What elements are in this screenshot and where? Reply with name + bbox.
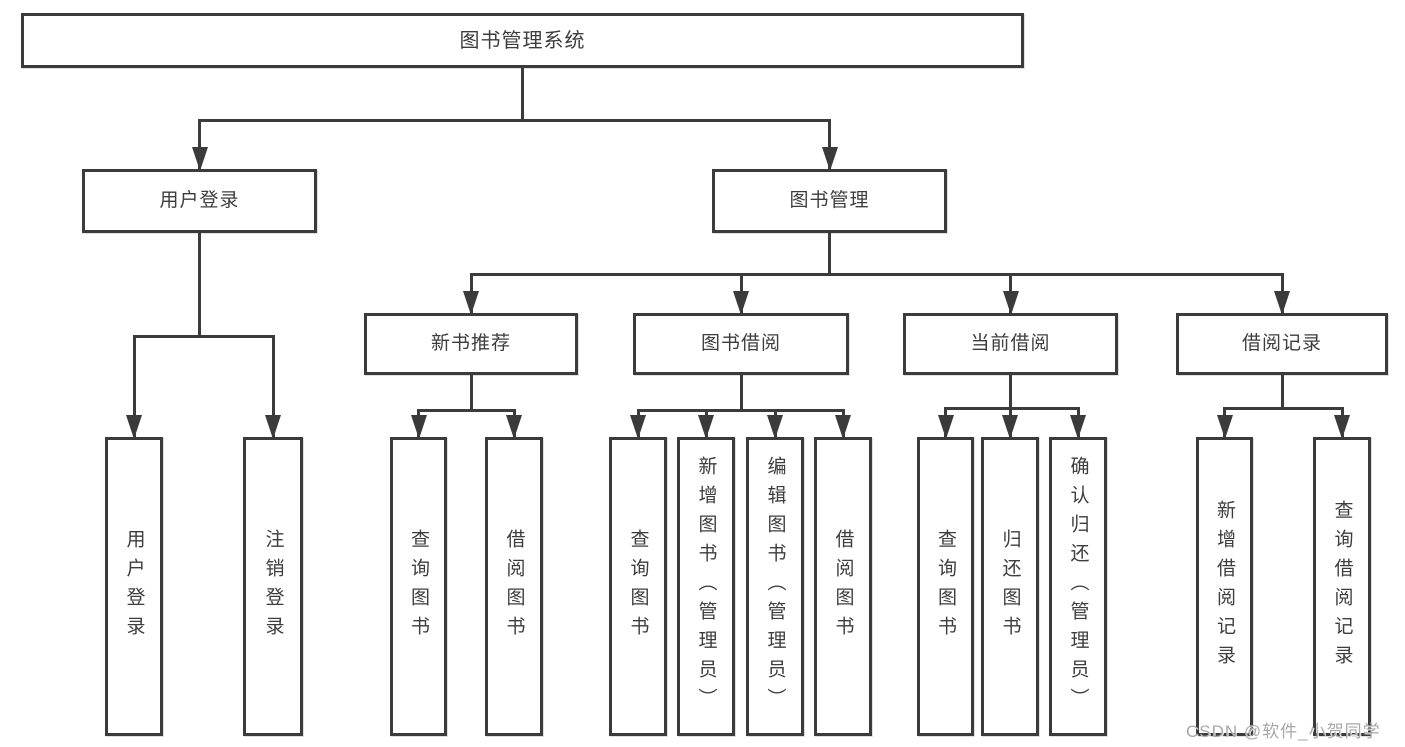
node-label: 确认归还（管理员） — [1067, 456, 1089, 717]
connector-drop — [132, 335, 136, 437]
node-label: 借阅记录 — [1241, 332, 1322, 354]
node-root: 图书管理系统 — [21, 13, 1024, 68]
node-current-borrow: 当前借阅 — [903, 313, 1118, 375]
node-book-mgmt: 图书管理 — [712, 169, 947, 233]
node-label: 查询图书 — [935, 528, 956, 645]
connector-stem — [521, 67, 524, 122]
arrow-down-icon — [767, 415, 783, 439]
node-label: 借阅图书 — [503, 528, 525, 645]
node-label: 新增借阅记录 — [1214, 499, 1235, 674]
node-leaf-query-book-cb: 查询图书 — [917, 437, 974, 736]
node-leaf-borrow-book-bb: 借阅图书 — [814, 437, 872, 736]
node-label: 借阅图书 — [832, 528, 854, 645]
node-label: 图书管理系统 — [459, 29, 586, 52]
node-label: 注销登录 — [262, 528, 284, 645]
connector-bar — [1223, 407, 1344, 410]
arrow-down-icon — [1070, 415, 1086, 439]
arrow-down-icon — [698, 415, 714, 439]
node-label: 当前借阅 — [970, 332, 1051, 354]
connector-bar — [469, 273, 1284, 276]
arrow-down-icon — [1216, 415, 1233, 439]
connector-bar — [944, 407, 1080, 410]
arrow-down-icon — [265, 415, 281, 439]
arrow-down-icon — [463, 291, 479, 315]
connector-bar — [132, 335, 275, 338]
connector-bar — [636, 409, 845, 412]
connector-stem — [828, 232, 831, 276]
arrow-down-icon — [1274, 291, 1290, 315]
connector-stem — [198, 232, 201, 338]
node-leaf-query-book-nb: 查询图书 — [390, 437, 447, 736]
arrow-down-icon — [1334, 415, 1350, 439]
arrow-down-icon — [733, 291, 749, 315]
connector-stem — [469, 374, 473, 412]
arrow-down-icon — [630, 415, 646, 439]
connector-stem — [1280, 374, 1284, 410]
node-leaf-return-book: 归还图书 — [981, 437, 1039, 736]
arrow-down-icon — [1002, 291, 1019, 315]
connector-drop — [198, 119, 201, 169]
arrow-down-icon — [937, 415, 954, 439]
node-leaf-query-borrow-record: 查询借阅记录 — [1313, 437, 1371, 736]
node-label: 图书管理 — [789, 189, 870, 211]
node-book-borrow: 图书借阅 — [633, 313, 849, 375]
node-label: 编辑图书（管理员） — [764, 456, 786, 717]
arrow-down-icon — [126, 415, 142, 439]
node-leaf-borrow-book-nb: 借阅图书 — [485, 437, 543, 736]
node-label: 查询图书 — [627, 528, 649, 645]
node-leaf-logout: 注销登录 — [243, 437, 303, 736]
arrow-down-icon — [506, 415, 522, 439]
connector-drop — [828, 119, 831, 169]
node-user-login: 用户登录 — [82, 169, 317, 233]
csdn-watermark: CSDN @软件_小贺同学 — [1186, 722, 1381, 741]
arrow-down-icon — [191, 147, 208, 171]
node-borrow-record: 借阅记录 — [1176, 313, 1388, 375]
node-label: 新书推荐 — [430, 332, 511, 354]
arrow-down-icon — [1002, 415, 1018, 439]
connector-bar — [417, 409, 516, 412]
node-leaf-add-borrow-record: 新增借阅记录 — [1196, 437, 1253, 736]
node-label: 用户登录 — [159, 189, 240, 211]
node-leaf-add-book-admin: 新增图书（管理员） — [677, 437, 735, 736]
node-leaf-edit-book-admin: 编辑图书（管理员） — [746, 437, 804, 736]
node-leaf-query-book-bb: 查询图书 — [609, 437, 667, 736]
node-label: 查询图书 — [408, 528, 429, 645]
node-label: 用户登录 — [123, 528, 145, 645]
connector-stem — [739, 374, 743, 412]
connector-bar — [198, 119, 831, 122]
node-leaf-user-login: 用户登录 — [105, 437, 163, 736]
node-label: 查询借阅记录 — [1331, 499, 1353, 674]
node-label: 图书借阅 — [700, 332, 781, 354]
connector-drop — [271, 335, 275, 437]
node-label: 新增图书（管理员） — [695, 456, 717, 717]
node-leaf-confirm-return-admin: 确认归还（管理员） — [1049, 437, 1107, 736]
arrow-down-icon — [835, 415, 851, 439]
arrow-down-icon — [821, 147, 838, 171]
node-label: 归还图书 — [999, 528, 1021, 645]
node-new-book-recommend: 新书推荐 — [364, 313, 578, 375]
connector-stem — [1009, 374, 1012, 410]
arrow-down-icon — [410, 415, 427, 439]
